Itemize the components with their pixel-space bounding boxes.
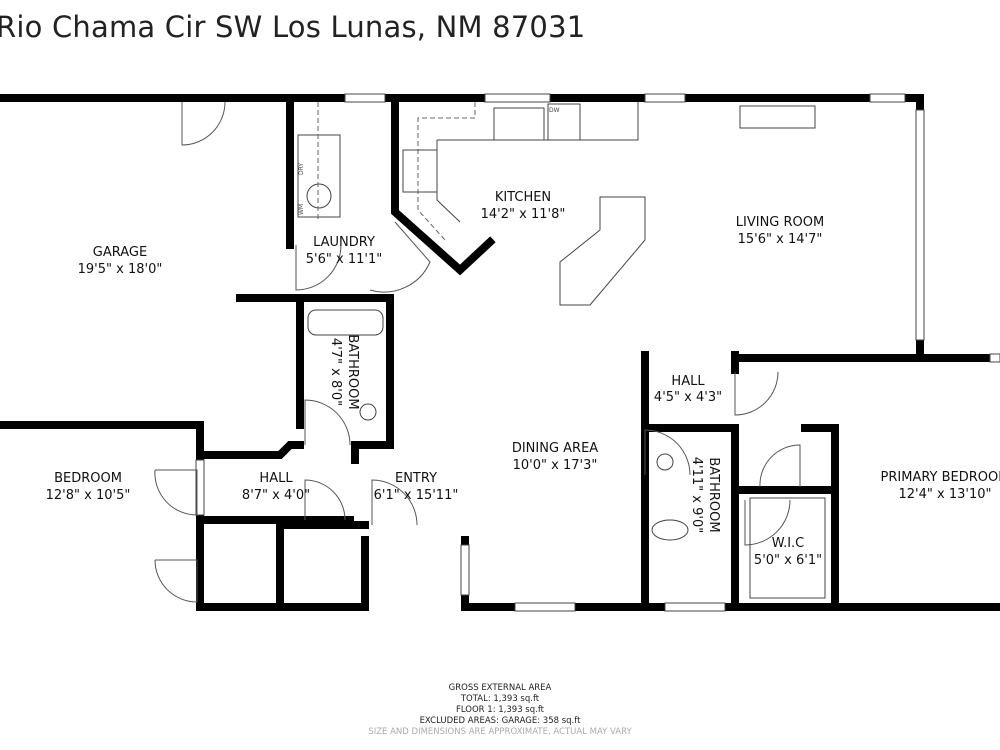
fixtures: DRY WM DW: [297, 102, 826, 599]
room-hall2-name: HALL: [671, 374, 705, 389]
area-disclaimer: SIZE AND DIMENSIONS ARE APPROXIMATE, ACT…: [368, 727, 632, 737]
room-bathroom2-name: BATHROOM: [706, 457, 721, 532]
fireplace-icon: [739, 105, 816, 129]
kitchen-island: [559, 196, 646, 306]
area-floor1: FLOOR 1: 1,393 sq.ft: [455, 705, 545, 715]
area-total: TOTAL: 1,393 sq.ft: [460, 694, 540, 704]
closet-shelf: [749, 497, 826, 599]
room-labels: GARAGE 19'5" x 18'0" LAUNDRY 5'6" x 11'1…: [46, 190, 1000, 568]
dryer-icon: [297, 134, 341, 218]
room-primary-bedroom-name: PRIMARY BEDROOM: [881, 470, 1000, 485]
washer-label: WM: [298, 204, 305, 215]
room-living-name: LIVING ROOM: [736, 215, 824, 230]
room-entry-name: ENTRY: [395, 471, 437, 486]
room-kitchen-dims: 14'2" x 11'8": [481, 207, 566, 222]
room-bathroom1-dims: 4'7" x 8'0": [328, 338, 343, 406]
area-heading: GROSS EXTERNAL AREA: [448, 683, 552, 693]
doors: [154, 101, 801, 603]
stove-icon: [402, 149, 438, 193]
room-wic-name: W.I.C: [772, 536, 805, 551]
room-bedroom-dims: 12'8" x 10'5": [46, 488, 131, 503]
room-dining-name: DINING AREA: [512, 441, 598, 456]
toilet-icon: [651, 519, 689, 541]
room-laundry-dims: 5'6" x 11'1": [306, 252, 382, 267]
room-garage-dims: 19'5" x 18'0": [78, 262, 163, 277]
property-address-title: Rio Chama Cir SW Los Lunas, NM 87031: [0, 10, 586, 44]
room-hall1-name: HALL: [259, 471, 293, 486]
dishwasher-label: DW: [549, 107, 560, 114]
washer-icon: [306, 183, 332, 209]
bathroom-sink-icon-2: [656, 453, 674, 471]
room-bathroom1-name: BATHROOM: [345, 334, 360, 409]
dryer-label: DRY: [298, 163, 305, 175]
room-wic-dims: 5'0" x 6'1": [754, 553, 822, 568]
room-bedroom-name: BEDROOM: [54, 471, 122, 486]
room-dining-dims: 10'0" x 17'3": [513, 458, 598, 473]
walls: [0, 94, 1000, 611]
room-entry-dims: 6'1" x 15'11": [374, 488, 459, 503]
room-laundry-name: LAUNDRY: [313, 235, 375, 250]
room-bathroom2-dims: 4'11" x 9'0": [689, 457, 704, 533]
area-summary: GROSS EXTERNAL AREA TOTAL: 1,393 sq.ft F…: [350, 683, 650, 738]
room-garage-name: GARAGE: [93, 245, 147, 260]
dishwasher-icon: [547, 103, 581, 141]
windows: [195, 93, 1000, 612]
room-living-dims: 15'6" x 14'7": [738, 232, 823, 247]
bathtub-icon: [307, 309, 384, 336]
room-primary-bedroom-dims: 12'4" x 13'10": [899, 487, 992, 502]
bathroom-sink-icon: [359, 403, 377, 421]
kitchen-sink-icon: [493, 107, 545, 141]
room-kitchen-name: KITCHEN: [495, 190, 551, 205]
room-hall1-dims: 8'7" x 4'0": [242, 488, 310, 503]
room-hall2-dims: 4'5" x 4'3": [654, 390, 722, 405]
area-excluded: EXCLUDED AREAS: GARAGE: 358 sq.ft: [419, 716, 581, 726]
